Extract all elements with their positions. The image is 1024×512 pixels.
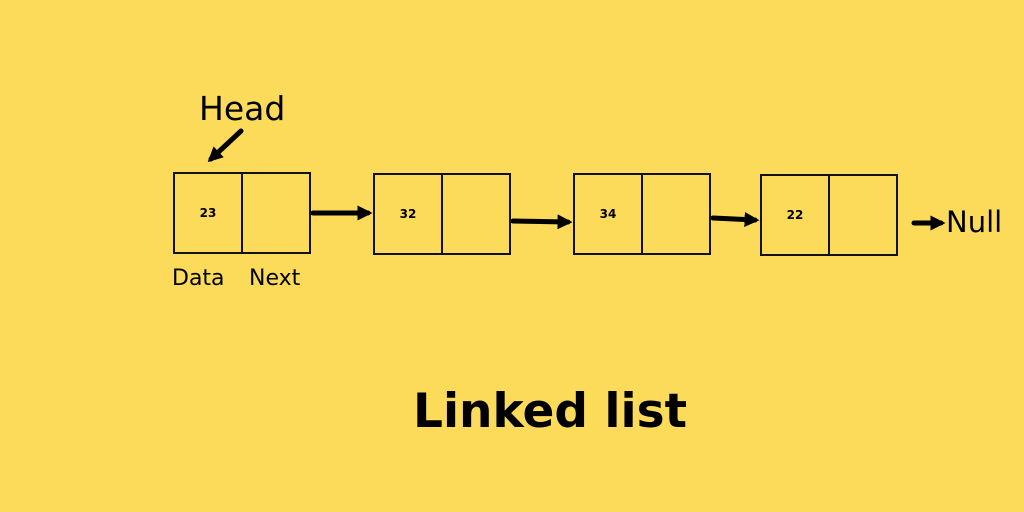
node-next-cell [828,176,896,254]
link-arrow-2 [510,214,573,230]
list-node-1: 23 [173,172,311,254]
list-node-3: 34 [573,173,711,255]
node-next-cell [241,174,309,252]
head-label: Head [199,89,286,128]
null-label: Null [946,205,1003,239]
next-field-label: Next [249,266,301,291]
list-node-4: 22 [760,174,898,256]
head-arrow [207,128,244,163]
node-data-cell: 34 [599,207,617,221]
node-data-cell: 23 [199,206,217,220]
node-data-cell: 32 [399,207,417,221]
list-node-2: 32 [373,173,511,255]
link-arrow-3 [710,212,760,227]
node-next-cell [441,175,509,253]
node-data-cell: 22 [786,208,804,222]
data-field-label: Data [172,266,225,291]
diagram-title: Linked list [413,384,688,439]
node-next-cell [641,175,709,253]
